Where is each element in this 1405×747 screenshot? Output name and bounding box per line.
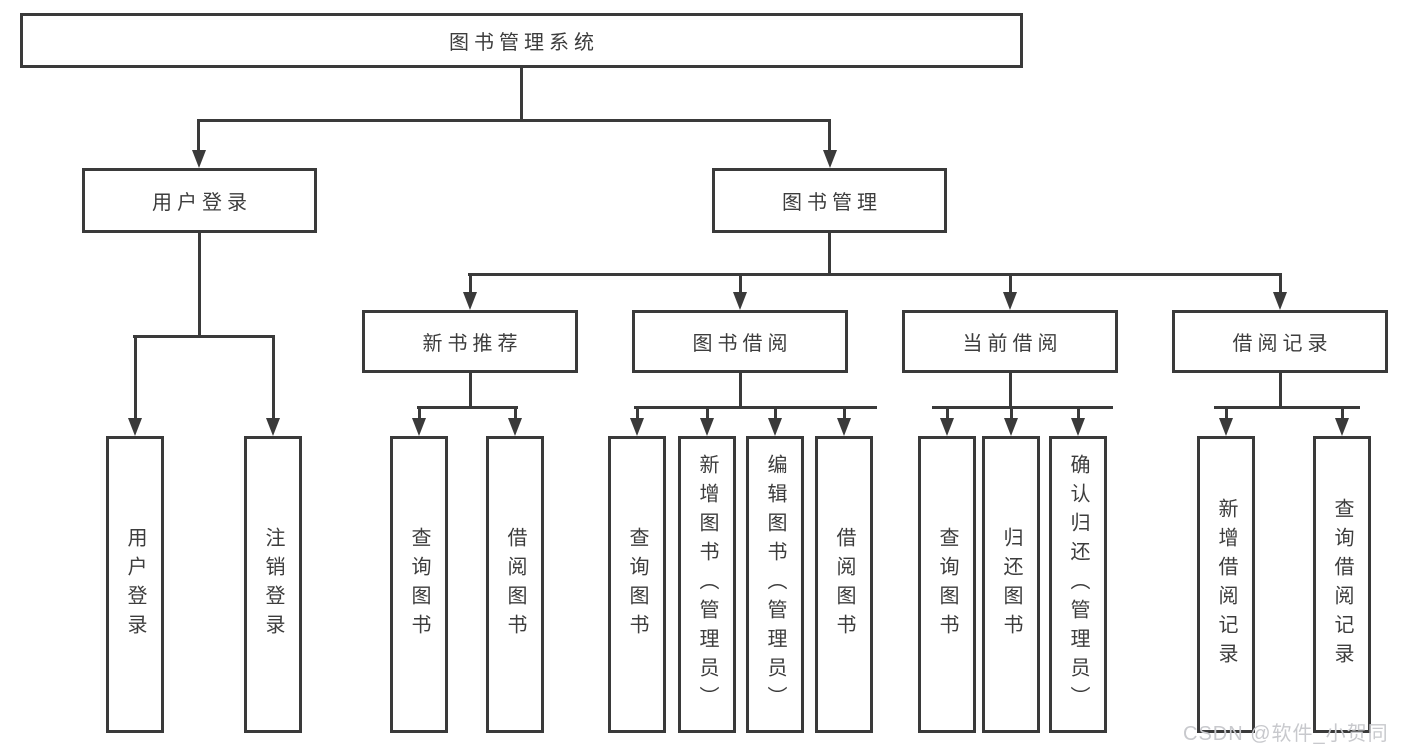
connector-to-leaf [843,406,846,420]
connector-level3-split [468,273,1282,276]
connector-leaf-split [417,406,518,409]
node-label: 查询图书 [408,526,430,643]
node-current-borrowing: 当前借阅 [902,310,1118,373]
connector-node-stem [1279,371,1282,409]
watermark: CSDN @软件_小贺同学 [1183,723,1389,745]
arrow-down-icon [1335,418,1349,436]
node-label: 新增借阅记录 [1215,497,1237,672]
arrow-down-icon [266,418,280,436]
node-borrowing-records: 借阅记录 [1172,310,1388,373]
leaf-return-book: 归还图书 [982,436,1040,733]
arrow-down-icon [630,418,644,436]
connector-to-leaf [134,335,137,420]
arrow-down-icon [508,418,522,436]
arrow-down-icon [412,418,426,436]
connector-root-stem [520,66,523,122]
arrow-down-icon [1003,292,1017,310]
connector-to-leaf [1077,406,1080,420]
arrow-down-icon [940,418,954,436]
connector-to-leaf [418,406,421,420]
leaf-query-books-current: 查询图书 [918,436,976,733]
connector-to-leaf [514,406,517,420]
node-label: 查询图书 [626,526,648,643]
connector-level2-split [197,119,831,122]
arrow-down-icon [733,292,747,310]
connector-to-book-management [828,119,831,152]
connector-to-leaf [706,406,709,420]
node-new-book-recommendation: 新书推荐 [362,310,578,373]
leaf-confirm-return-admin: 确认归还（管理员） [1049,436,1107,733]
leaf-query-borrow-record: 查询借阅记录 [1313,436,1371,733]
connector-to-leaf [272,335,275,420]
node-label: 确认归还（管理员） [1067,454,1089,715]
connector-node-stem [739,371,742,409]
leaf-user-login: 用户登录 [106,436,164,733]
node-book-borrowing: 图书借阅 [632,310,848,373]
node-label: 借阅图书 [833,526,855,643]
leaf-logout: 注销登录 [244,436,302,733]
arrow-down-icon [1004,418,1018,436]
node-label: 借阅图书 [504,526,526,643]
arrow-down-icon [823,150,837,168]
leaf-edit-book-admin: 编辑图书（管理员） [746,436,804,733]
connector-node-stem [1009,371,1012,409]
arrow-down-icon [768,418,782,436]
leaf-borrow-books-recommend: 借阅图书 [486,436,544,733]
arrow-down-icon [837,418,851,436]
connector-to-node [1009,273,1012,295]
node-user-login: 用户登录 [82,168,317,233]
arrow-down-icon [128,418,142,436]
connector-to-node [739,273,742,295]
connector-leaf-split [1214,406,1360,409]
node-label: 注销登录 [262,526,284,643]
node-label: 新增图书（管理员） [696,454,718,715]
connector-node-stem [469,371,472,409]
node-label: 编辑图书（管理员） [764,454,786,715]
connector-to-user-login [197,119,200,152]
arrow-down-icon [192,150,206,168]
leaf-add-borrow-record: 新增借阅记录 [1197,436,1255,733]
leaf-query-books-borrowing: 查询图书 [608,436,666,733]
arrow-down-icon [1071,418,1085,436]
node-book-management: 图书管理 [712,168,947,233]
connector-user-login-stem [198,230,201,338]
node-label: 用户登录 [124,526,146,643]
connector-to-node [469,273,472,295]
leaf-add-book-admin: 新增图书（管理员） [678,436,736,733]
connector-user-login-split [133,335,275,338]
connector-to-leaf [1341,406,1344,420]
leaf-borrow-books-borrowing: 借阅图书 [815,436,873,733]
leaf-query-books-recommend: 查询图书 [390,436,448,733]
connector-to-leaf [1225,406,1228,420]
arrow-down-icon [463,292,477,310]
connector-to-leaf [1010,406,1013,420]
node-library-system: 图书管理系统 [20,13,1023,68]
connector-to-leaf [774,406,777,420]
connector-leaf-split [932,406,1113,409]
arrow-down-icon [1219,418,1233,436]
node-label: 查询借阅记录 [1331,497,1353,672]
connector-to-leaf [636,406,639,420]
connector-to-node [1279,273,1282,295]
connector-book-management-stem [828,230,831,276]
node-label: 查询图书 [936,526,958,643]
arrow-down-icon [1273,292,1287,310]
connector-to-leaf [946,406,949,420]
arrow-down-icon [700,418,714,436]
node-label: 归还图书 [1000,526,1022,643]
connector-leaf-split [634,406,877,409]
